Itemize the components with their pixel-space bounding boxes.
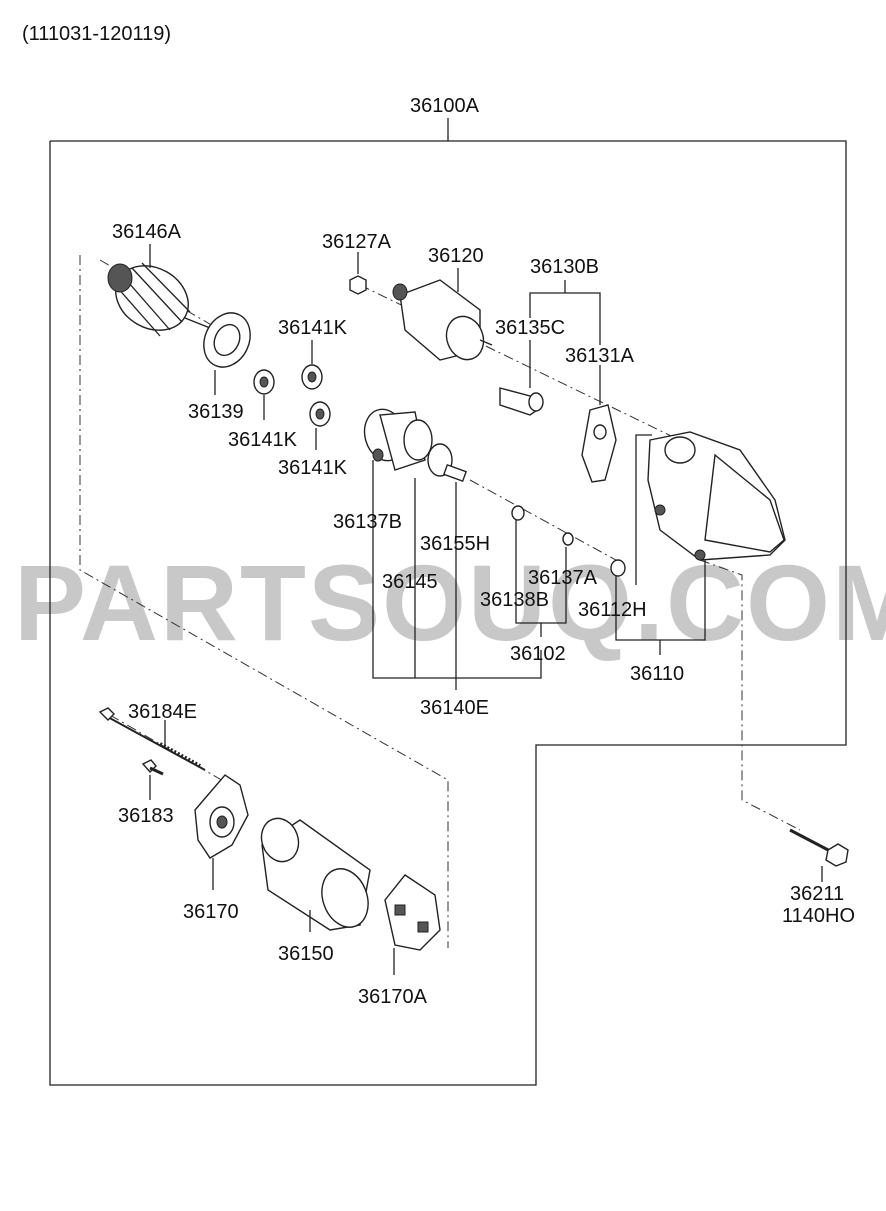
callout-36146a[interactable]: 36146A [112,221,182,243]
callout-36141k-lower[interactable]: 36141K [228,429,298,451]
housing-part[interactable] [647,431,786,561]
callout-36131a[interactable]: 36131A [565,345,635,367]
callout-36112h[interactable]: 36112H [578,599,647,621]
bearing-part-b[interactable] [301,364,323,390]
clutch-part[interactable] [359,405,433,471]
screw-part[interactable] [141,759,164,776]
date-range: (111031-120119) [22,23,171,45]
callout-36137b[interactable]: 36137B [333,511,402,533]
callout-36170a[interactable]: 36170A [358,986,428,1008]
callout-36141k-bottom[interactable]: 36141K [278,457,348,479]
bushing-part[interactable] [610,559,626,577]
callout-36110[interactable]: 36110 [630,663,684,685]
armature-part[interactable] [104,253,211,343]
watermark: PARTSOUQ.COM [14,542,886,663]
thru-bolt-part[interactable] [98,707,206,771]
callout-36102[interactable]: 36102 [510,643,566,665]
callout-36135c[interactable]: 36135C [495,317,565,339]
callout-36138b[interactable]: 36138B [480,589,549,611]
callout-36140e[interactable]: 36140E [420,697,489,719]
callout-1140ho[interactable]: 1140HO [782,905,855,927]
callout-36100a[interactable]: 36100A [410,95,480,117]
callout-36150[interactable]: 36150 [278,943,334,965]
nut-part[interactable] [349,275,367,295]
plate-part[interactable] [195,305,259,374]
mount-bolt-part[interactable] [789,828,849,867]
callout-36184e[interactable]: 36184E [128,701,197,723]
callout-36211[interactable]: 36211 [790,883,844,905]
callout-36170[interactable]: 36170 [183,901,239,923]
lever-part[interactable] [581,404,617,483]
plunger-part[interactable] [499,387,544,416]
callout-36145[interactable]: 36145 [382,571,438,593]
callout-36141k-upper[interactable]: 36141K [278,317,348,339]
yoke-part[interactable] [256,813,376,934]
pinion-part[interactable] [427,443,468,483]
ring-part-b[interactable] [511,505,525,521]
callout-36130b[interactable]: 36130B [530,256,599,278]
callout-36120[interactable]: 36120 [428,245,484,267]
callout-36127a[interactable]: 36127A [322,231,392,253]
callout-36155h[interactable]: 36155H [420,533,490,555]
solenoid-part[interactable] [392,279,493,365]
callout-36137a[interactable]: 36137A [528,567,598,589]
callout-36139[interactable]: 36139 [188,401,244,423]
assembly-frame [49,140,847,1086]
bearing-part-a[interactable] [253,369,275,395]
ring-part-a[interactable] [562,532,574,546]
end-frame-part[interactable] [194,774,249,859]
callout-36183[interactable]: 36183 [118,805,174,827]
brush-holder-part[interactable] [384,874,441,951]
bearing-part-c[interactable] [309,401,331,427]
